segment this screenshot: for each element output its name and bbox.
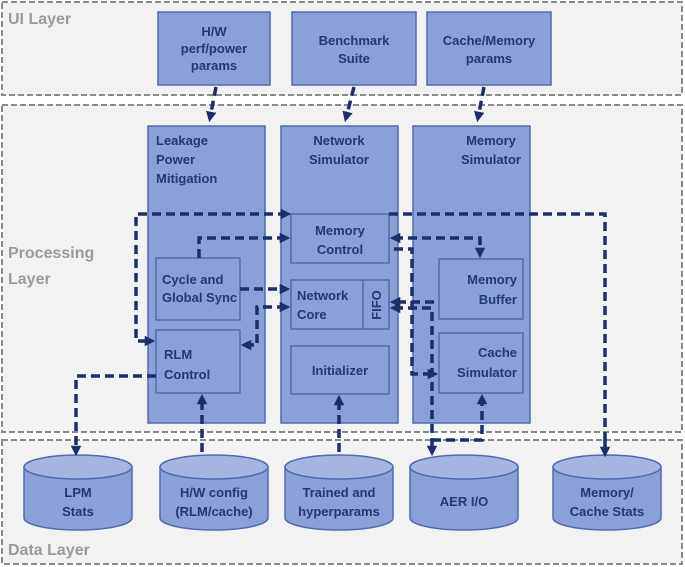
cache-params-box xyxy=(426,11,552,86)
memory-buffer-label-2: Buffer xyxy=(479,292,517,307)
cache-simulator-box xyxy=(438,332,524,394)
leakage-label-1: Leakage xyxy=(156,133,208,148)
cache-params-label-2: params xyxy=(466,51,512,66)
memory-buffer-label-1: Memory xyxy=(467,272,518,287)
arrow-memctrl-stats xyxy=(389,212,607,450)
hw-params-label-3: params xyxy=(191,58,237,73)
hw-config-label-1: H/W config xyxy=(180,485,248,500)
cycle-sync-box xyxy=(155,257,241,321)
initializer-label: Initializer xyxy=(312,363,368,378)
cache-params-label-1: Cache/Memory xyxy=(443,33,536,48)
arrow-aer-cache xyxy=(432,393,488,442)
processing-layer-label-2: Layer xyxy=(8,271,51,288)
arrow-sync-memctrl xyxy=(197,232,291,258)
memory-control-box xyxy=(290,213,390,264)
hw-params-box xyxy=(157,11,271,86)
arrow-rlm-lpm xyxy=(70,374,156,457)
hw-params-label-2: perf/power xyxy=(181,41,247,56)
network-core-label-1: Network xyxy=(297,288,349,303)
processing-layer-label-1: Processing xyxy=(8,245,94,262)
trained-label-1: Trained and xyxy=(303,485,376,500)
cache-simulator-label-2: Simulator xyxy=(457,365,517,380)
memory-control-label-2: Control xyxy=(317,242,363,257)
arrow-benchmark xyxy=(342,86,356,123)
lpm-stats-label-2: Stats xyxy=(62,504,94,519)
mem-stats-label-1: Memory/ xyxy=(580,485,634,500)
network-label-2: Simulator xyxy=(309,152,369,167)
arrow-fifo-aer xyxy=(389,302,438,457)
rlm-control-label-2: Control xyxy=(164,367,210,382)
ui-layer-label: UI Layer xyxy=(8,11,71,28)
hw-config-label-2: (RLM/cache) xyxy=(175,504,252,519)
hw-config-db xyxy=(159,454,269,531)
lpm-stats-db xyxy=(23,454,133,531)
memory-cache-stats-db xyxy=(552,454,662,531)
arrow-memctrl-buffer xyxy=(389,232,486,259)
initializer-box xyxy=(290,345,390,395)
aer-io-db xyxy=(409,454,519,531)
network-core-label-2: Core xyxy=(297,307,327,322)
trained-hyperparams-db xyxy=(284,454,394,531)
benchmark-label-2: Suite xyxy=(338,51,370,66)
arrow-netcore-rlm xyxy=(240,301,291,351)
memory-buffer-box xyxy=(438,258,524,320)
leakage-label-2: Power xyxy=(156,152,195,167)
fifo-label: FIFO xyxy=(369,290,384,320)
aer-io-label: AER I/O xyxy=(440,494,488,509)
lpm-stats-label-1: LPM xyxy=(64,485,91,500)
arrow-memctrl-rlm xyxy=(134,208,292,347)
cycle-sync-label-1: Cycle and xyxy=(162,272,223,287)
cycle-sync-label-2: Global Sync xyxy=(162,290,237,305)
benchmark-box xyxy=(291,11,417,86)
data-layer-label: Data Layer xyxy=(8,542,90,559)
memory-label-2: Simulator xyxy=(461,152,521,167)
leakage-label-3: Mitigation xyxy=(156,171,217,186)
hw-params-label-1: H/W xyxy=(201,24,227,39)
mem-stats-label-2: Cache Stats xyxy=(570,504,644,519)
network-label-1: Network xyxy=(313,133,365,148)
benchmark-label-1: Benchmark xyxy=(319,33,391,48)
arrow-hw-params xyxy=(206,86,218,123)
trained-label-2: hyperparams xyxy=(298,504,380,519)
memory-control-label-1: Memory xyxy=(315,223,366,238)
network-core-box xyxy=(290,279,390,330)
cache-simulator-label-1: Cache xyxy=(478,345,517,360)
rlm-control-label-1: RLM xyxy=(164,347,192,362)
memory-label-1: Memory xyxy=(466,133,517,148)
arrow-cache-params xyxy=(474,86,486,123)
